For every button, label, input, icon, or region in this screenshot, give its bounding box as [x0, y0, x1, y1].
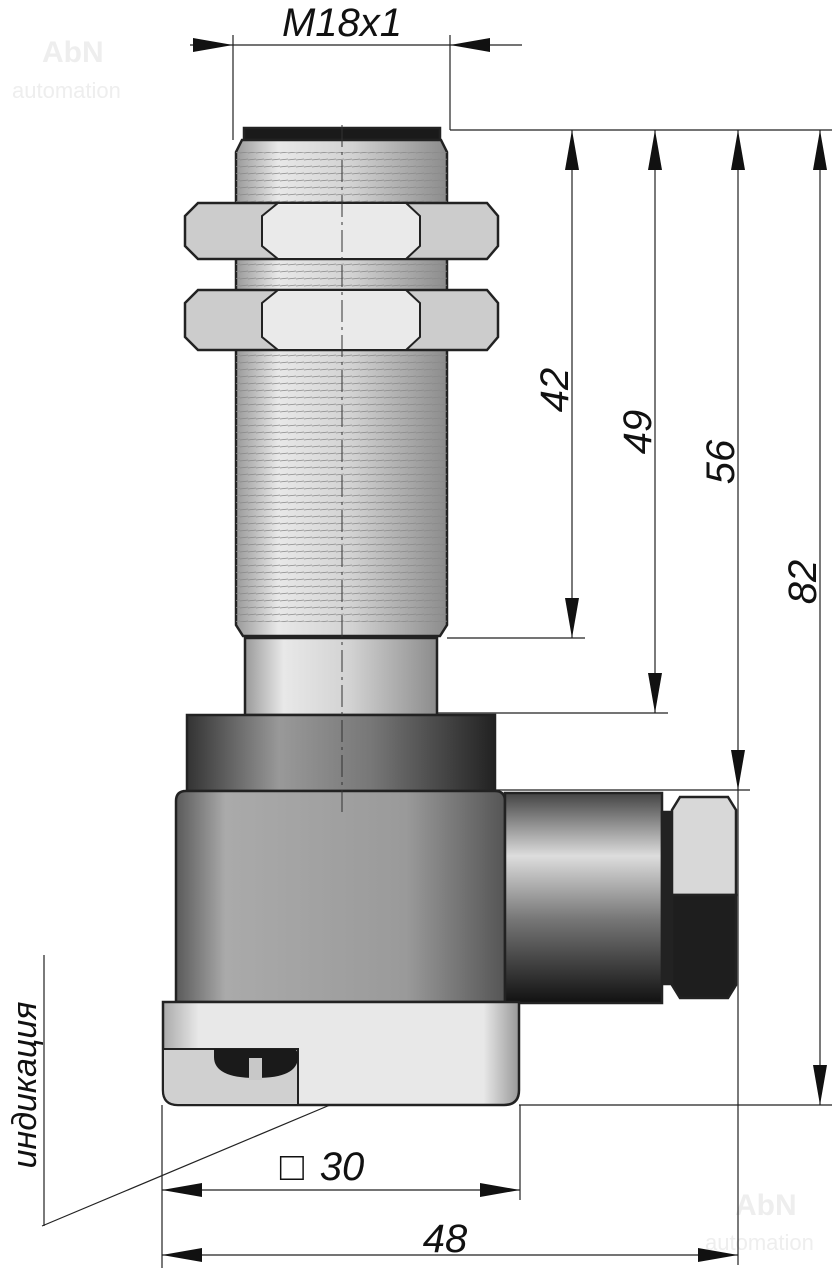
square-symbol: □: [280, 1145, 304, 1189]
dim-82: 82: [781, 560, 825, 605]
watermark-top: AbN automation: [12, 36, 121, 103]
horizontal-dimensions: [41, 955, 738, 1268]
thread-dimension: [190, 35, 522, 140]
svg-text:AbN: AbN: [42, 36, 104, 69]
dim-30: 30: [320, 1145, 365, 1189]
watermark-bottom: AbN automation: [705, 1189, 814, 1255]
svg-text:automation: automation: [705, 1230, 814, 1255]
dim-49: 49: [616, 410, 660, 455]
dim-42: 42: [533, 368, 577, 413]
svg-text:AbN: AbN: [735, 1189, 797, 1222]
dim-56: 56: [699, 439, 743, 484]
thread-label: M18x1: [282, 1, 402, 45]
svg-text:automation: automation: [12, 78, 121, 103]
dim-48: 48: [423, 1217, 468, 1261]
sensor-body: [161, 126, 738, 1107]
vertical-dimensions: [437, 129, 832, 1265]
indication-label: индикация: [6, 1002, 44, 1169]
